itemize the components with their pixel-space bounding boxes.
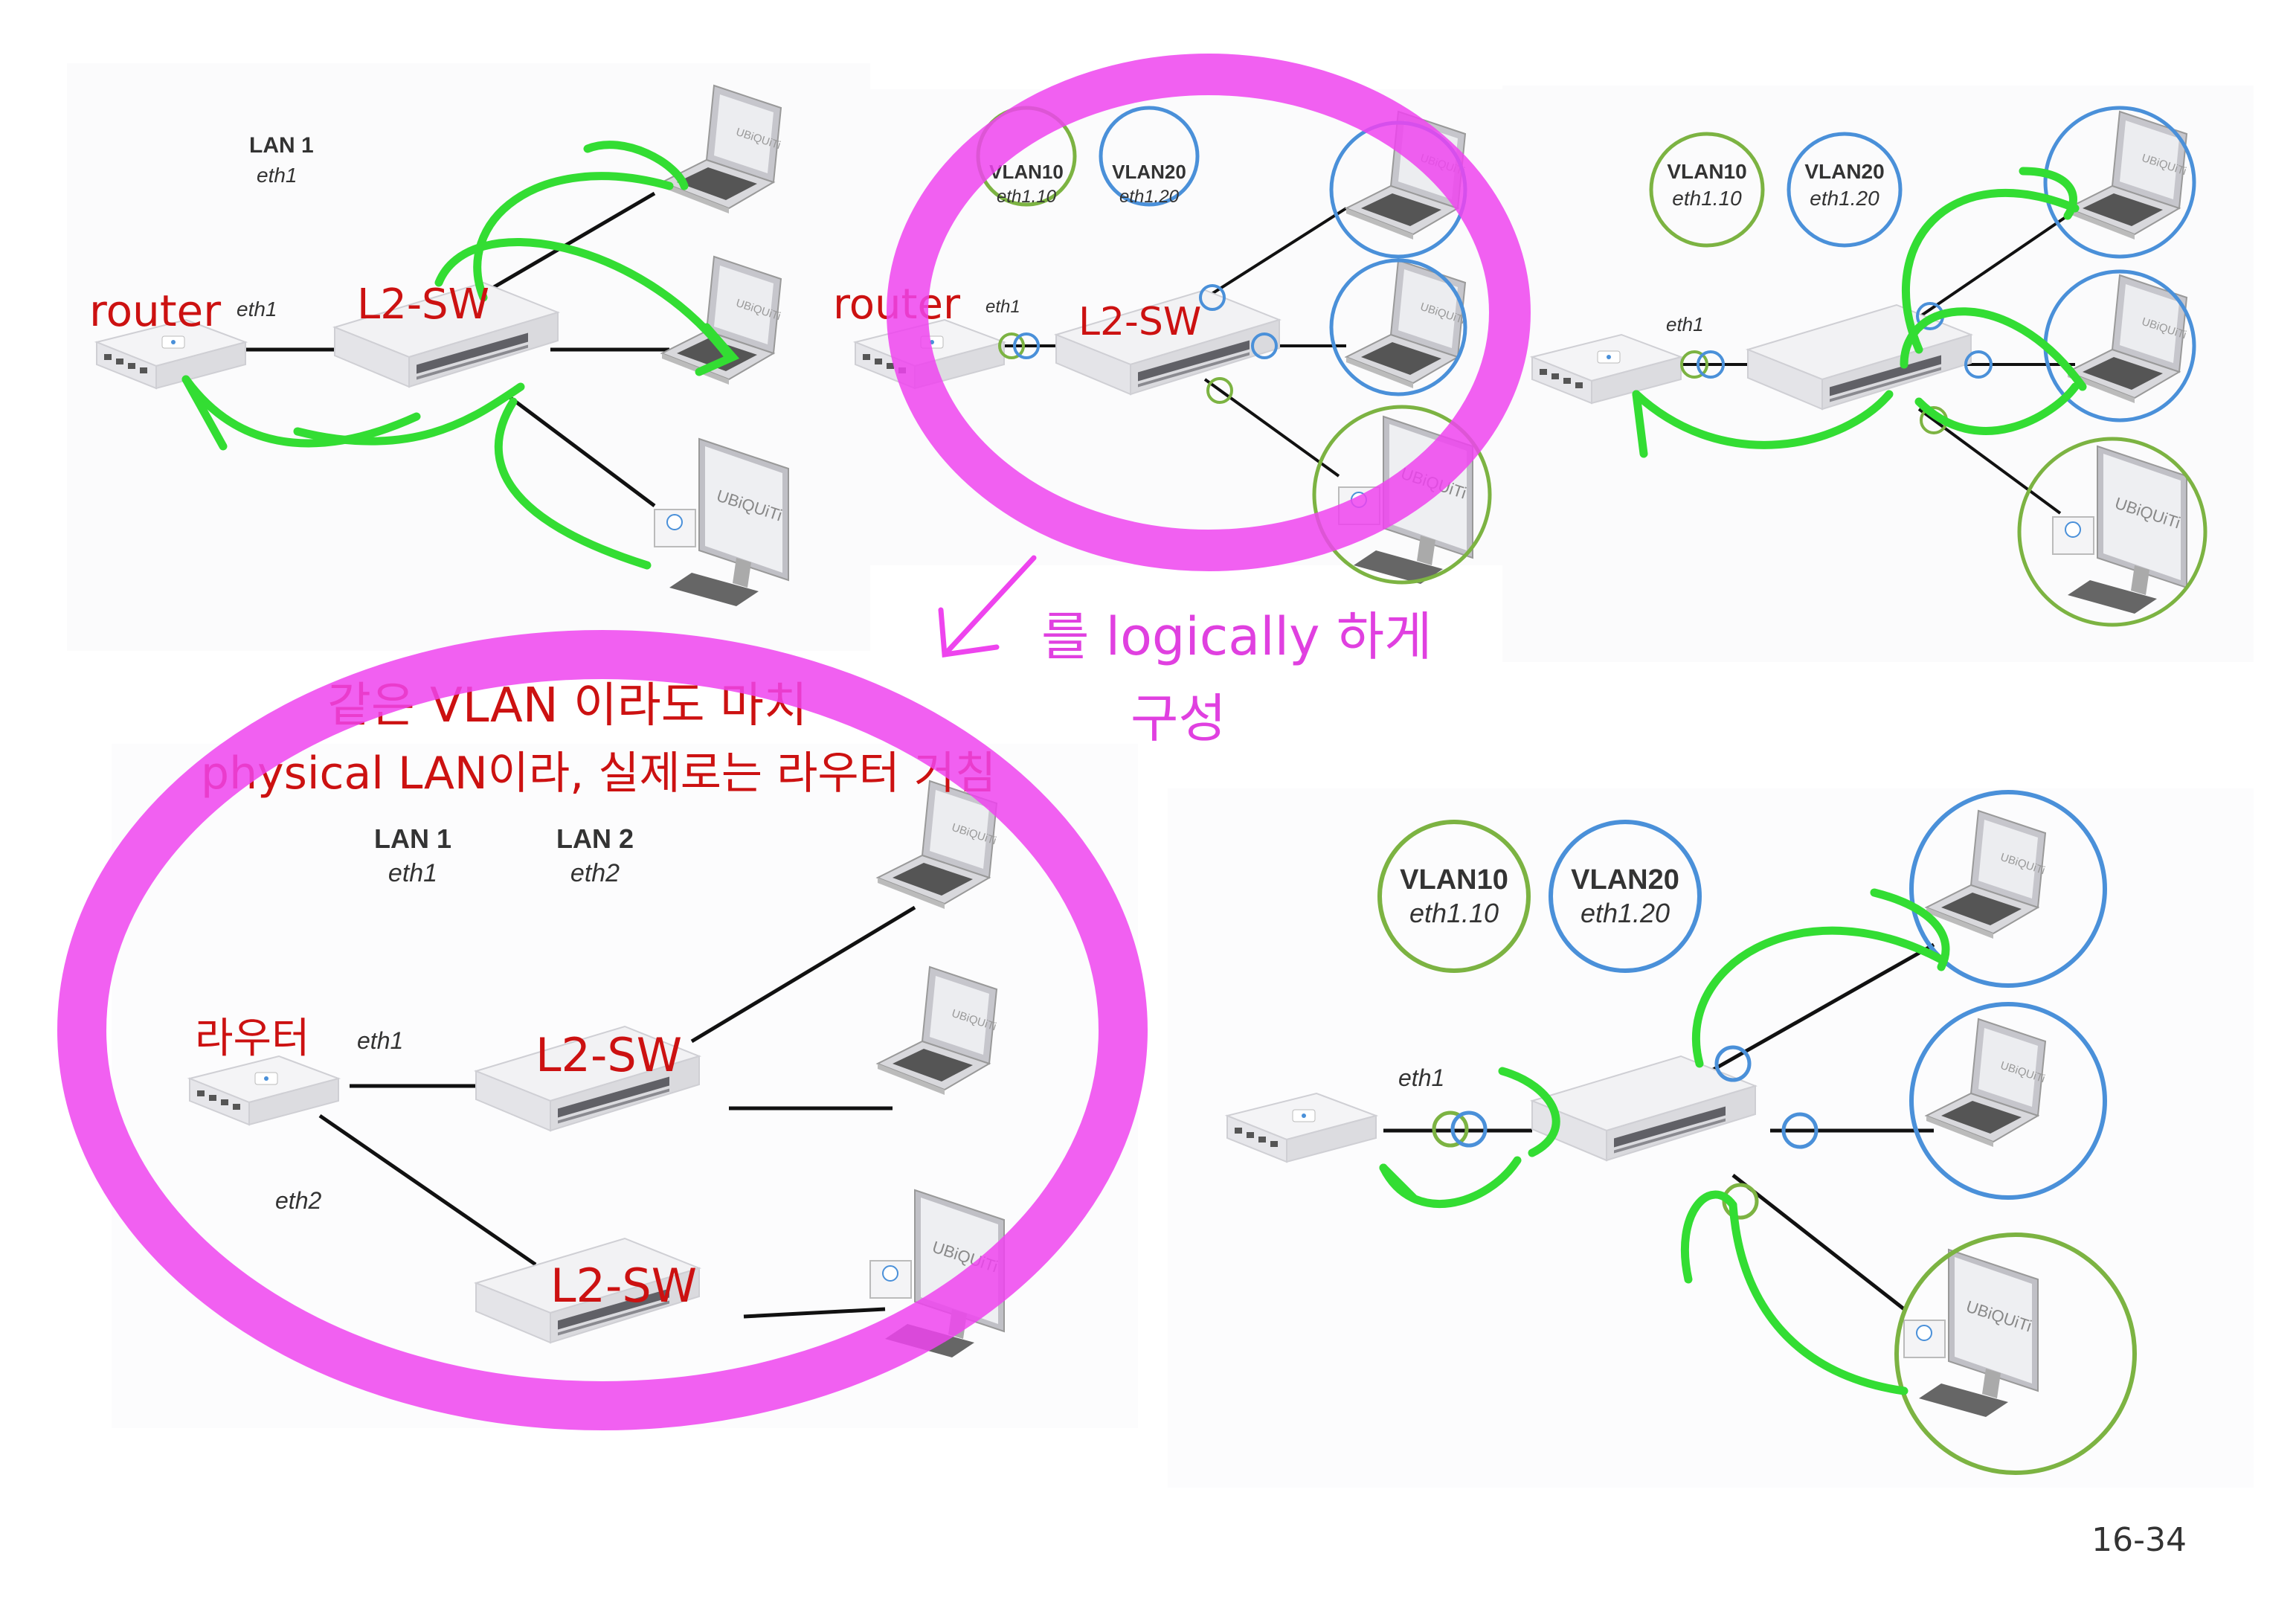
vlan20-label: VLAN20 (1804, 160, 1884, 183)
vlan20-interface: eth1.20 (1119, 187, 1180, 207)
router-interface: eth1 (1398, 1064, 1444, 1091)
annotation-l2sw: L2-SW (357, 280, 489, 329)
bottom-left-diagram: LAN 1 eth1 LAN 2 eth2 eth1 eth2 같은 VLAN … (82, 655, 1123, 1406)
vlan20-interface: eth1.20 (1580, 898, 1670, 928)
router-interface: eth1 (237, 298, 277, 321)
vlan10-interface: eth1.10 (1672, 187, 1742, 210)
router-interface-eth1: eth1 (357, 1027, 403, 1054)
annotation-l2sw: L2-SW (1078, 300, 1201, 344)
annotation-l2sw: L2-SW (536, 1028, 682, 1082)
annotation-router: 라우터 (195, 1015, 310, 1063)
lan2-title: LAN 2 (556, 823, 634, 854)
annotation-config: 구성 (1131, 688, 1226, 749)
vlan20-interface: eth1.20 (1810, 187, 1879, 210)
vlan10-interface: eth1.10 (997, 187, 1057, 207)
annotation-logical: 를 logically 하게 (1041, 606, 1432, 667)
lan2-interface: eth2 (570, 859, 620, 887)
vlan20-label: VLAN20 (1112, 161, 1186, 183)
vlan10-label: VLAN10 (1400, 864, 1508, 896)
router-interface: eth1 (985, 297, 1020, 317)
annotation-router: router (89, 286, 221, 336)
page-number: 16-34 (2091, 1521, 2187, 1559)
lan-title: LAN 1 (249, 133, 314, 158)
logical-note: 를 logically 하게 구성 (941, 558, 1432, 749)
router-interface: eth1 (1666, 313, 1704, 335)
lan1-title: LAN 1 (374, 823, 451, 854)
router-interface-eth2: eth2 (275, 1187, 321, 1214)
annotation-l2sw: L2-SW (550, 1259, 697, 1313)
annotation-physical-lan: physical LAN이라, 실제로는 라우터 거침 (201, 748, 996, 800)
lan1-interface: eth1 (388, 859, 437, 887)
vlan20-label: VLAN20 (1571, 864, 1679, 896)
vlan10-interface: eth1.10 (1409, 898, 1499, 928)
lan-interface: eth1 (257, 164, 298, 187)
vlan10-label: VLAN10 (1667, 160, 1746, 183)
